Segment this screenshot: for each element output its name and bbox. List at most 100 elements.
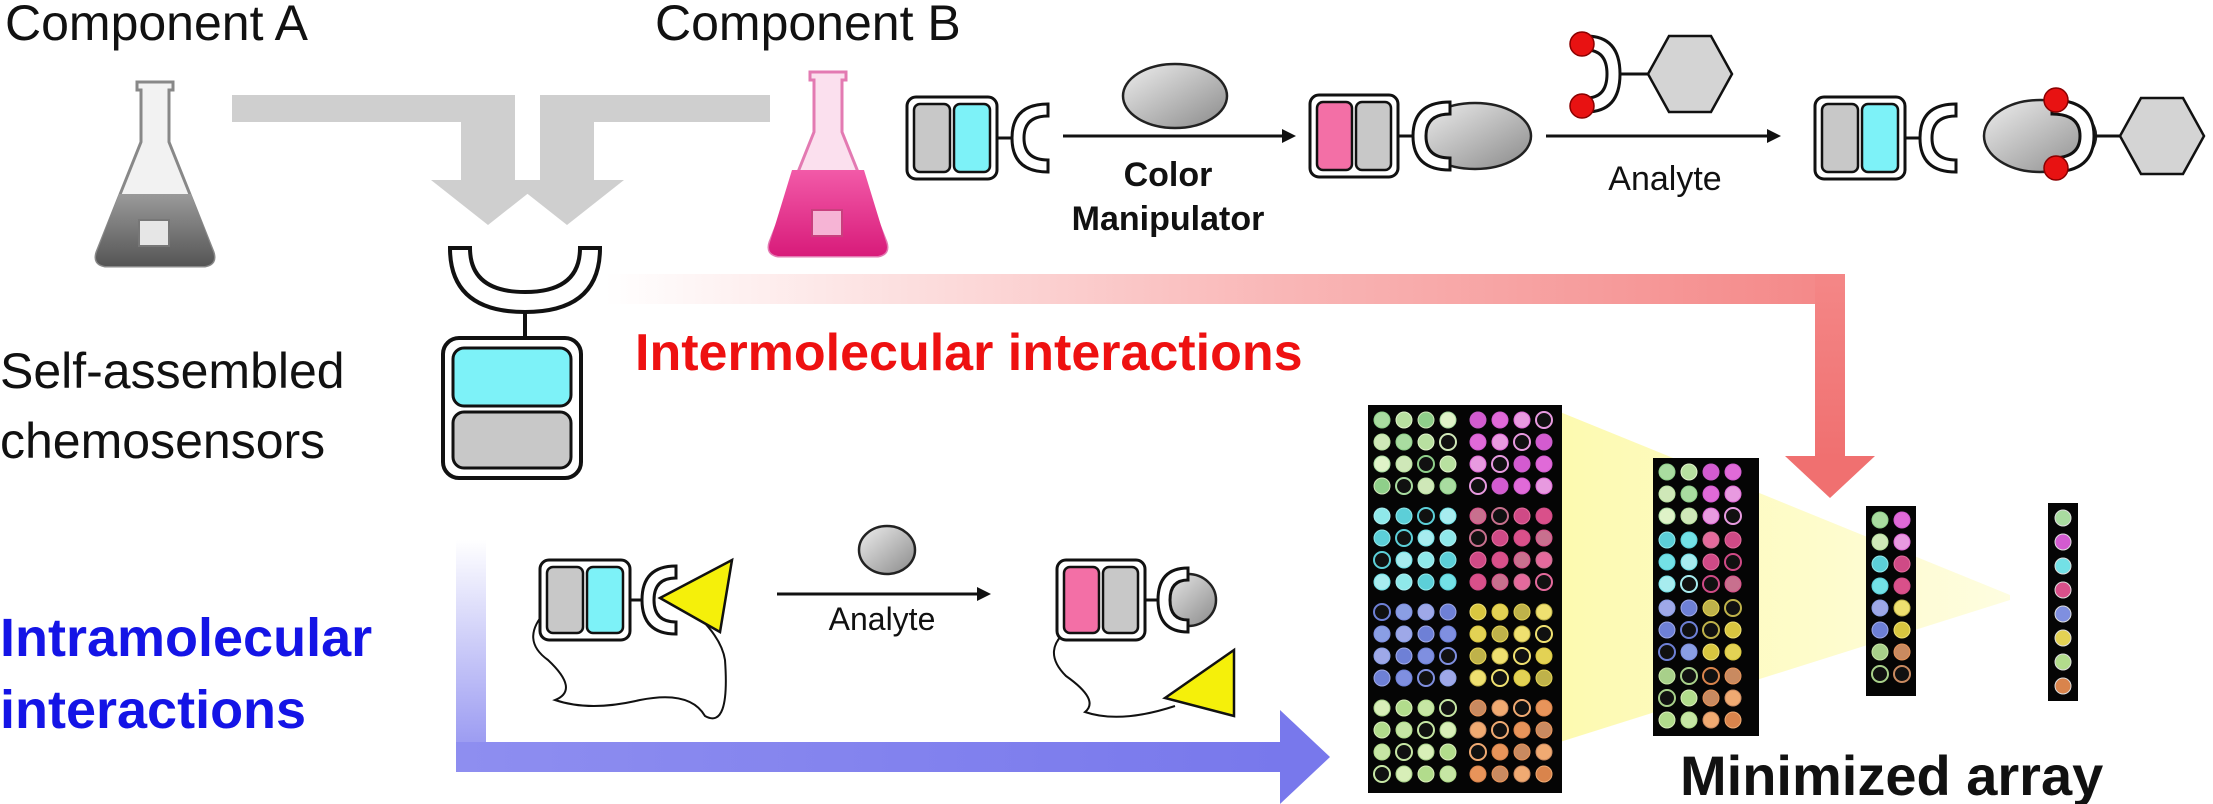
sensor-spot	[1513, 603, 1531, 621]
sensor-spot	[1535, 647, 1553, 665]
sensor-spot	[1439, 573, 1457, 591]
sensor-spot	[1469, 699, 1487, 717]
sensor-spot	[1469, 625, 1487, 643]
analyte-top-label: Analyte	[1608, 160, 1721, 198]
sensor-spot	[1439, 477, 1457, 495]
sensor-spot	[1491, 743, 1509, 761]
oval-icon	[857, 524, 917, 576]
sensor-spot	[1395, 551, 1413, 569]
sensor-spot	[1373, 765, 1391, 783]
sensor-spot	[1871, 511, 1889, 529]
sensor-spot	[1491, 529, 1509, 547]
sensor-spot	[1439, 721, 1457, 739]
sensor-spot	[1395, 603, 1413, 621]
component-b-label: Component B	[655, 0, 961, 51]
sensor-spot	[2054, 533, 2072, 551]
minimized-array-label: Minimized array	[1680, 744, 2103, 804]
sensor-spot	[1702, 711, 1720, 729]
sensor-spot	[1871, 643, 1889, 661]
sensor-spot	[1491, 411, 1509, 429]
sensor-spot	[1535, 477, 1553, 495]
oval-analyte-complex	[1982, 87, 2206, 181]
sensor-spot	[1871, 621, 1889, 639]
intramolecular-label-line1: Intramolecular	[0, 608, 372, 668]
sensor-spot	[1373, 411, 1391, 429]
sensor-spot	[2054, 677, 2072, 695]
sensor-spot	[1373, 573, 1391, 591]
sensor-spot	[1893, 533, 1911, 551]
sensor-spot	[1680, 485, 1698, 503]
sensor-spot	[1491, 765, 1509, 783]
sensor-spot	[1680, 531, 1698, 549]
sensor-spot	[1724, 507, 1742, 525]
sensor-spot	[1535, 411, 1553, 429]
sensor-spot	[1893, 665, 1911, 683]
sensor-spot	[1658, 643, 1676, 661]
sensor-spot	[1395, 625, 1413, 643]
hexagon-icon	[1646, 34, 1734, 114]
arrow-icon	[777, 587, 991, 601]
sensor-spot	[2054, 605, 2072, 623]
sensor-spot	[1680, 463, 1698, 481]
sensor-spot	[1513, 411, 1531, 429]
sensor-spot	[1417, 455, 1435, 473]
intramolecular-arrow	[456, 540, 1330, 804]
sensor-spot	[1373, 669, 1391, 687]
sensor-spot	[1491, 669, 1509, 687]
sensor-spot	[1535, 529, 1553, 547]
sensor-spot	[1724, 711, 1742, 729]
sensor-spot	[1469, 765, 1487, 783]
sensor-spot	[1373, 625, 1391, 643]
sensor-spot	[1658, 463, 1676, 481]
sensor-pink-gray-bound	[1308, 93, 1533, 179]
minimization-fan	[1560, 412, 2010, 742]
analyte-bottom-label: Analyte	[829, 601, 936, 637]
sensor-spot	[1535, 765, 1553, 783]
sensor-spot	[1395, 669, 1413, 687]
sensor-spot	[1702, 507, 1720, 525]
sensor-spot	[1871, 555, 1889, 573]
color-manipulator-label-line1: Color	[1124, 156, 1213, 194]
sensor-spot	[1702, 485, 1720, 503]
sensor-spot	[1871, 599, 1889, 617]
sensor-spot	[2054, 629, 2072, 647]
sensor-spot	[1439, 529, 1457, 547]
sensor-spot	[1373, 455, 1391, 473]
sensor-spot	[1513, 551, 1531, 569]
sensor-spot	[1439, 551, 1457, 569]
sensor-spot	[1373, 551, 1391, 569]
sensor-spot	[1417, 507, 1435, 525]
arrow-icon	[1546, 129, 1781, 143]
sensor-spot	[1724, 553, 1742, 571]
sensor-spot	[1469, 507, 1487, 525]
sensor-spot	[1469, 573, 1487, 591]
sensor-spot	[1535, 507, 1553, 525]
sensor-spot	[1871, 665, 1889, 683]
sensor-spot	[1491, 625, 1509, 643]
sensor-spot	[1513, 573, 1531, 591]
sensor-spot	[1469, 411, 1487, 429]
sensor-spot	[1724, 689, 1742, 707]
sensor-spot	[1491, 507, 1509, 525]
sensor-spot	[1680, 507, 1698, 525]
sensor-spot	[1702, 667, 1720, 685]
sensor-spot	[1417, 765, 1435, 783]
sensor-spot	[1439, 433, 1457, 451]
sensor-spot	[1702, 621, 1720, 639]
sensor-spot	[1417, 529, 1435, 547]
triangle-icon	[657, 557, 734, 634]
sensor-spot	[1702, 463, 1720, 481]
intermolecular-label: Intermolecular interactions	[635, 324, 1303, 382]
array-panel	[1866, 506, 1916, 696]
array-panel	[1653, 458, 1759, 736]
sensor-spot	[1535, 669, 1553, 687]
flask-icon	[94, 80, 216, 268]
sensor-spot	[1513, 507, 1531, 525]
sensor-spot	[1395, 743, 1413, 761]
sensor-spot	[1469, 477, 1487, 495]
sensor-spot	[1513, 433, 1531, 451]
sensor-spot	[1395, 455, 1413, 473]
self-assembled-label-line2: chemosensors	[0, 413, 325, 469]
sensor-spot	[1702, 575, 1720, 593]
